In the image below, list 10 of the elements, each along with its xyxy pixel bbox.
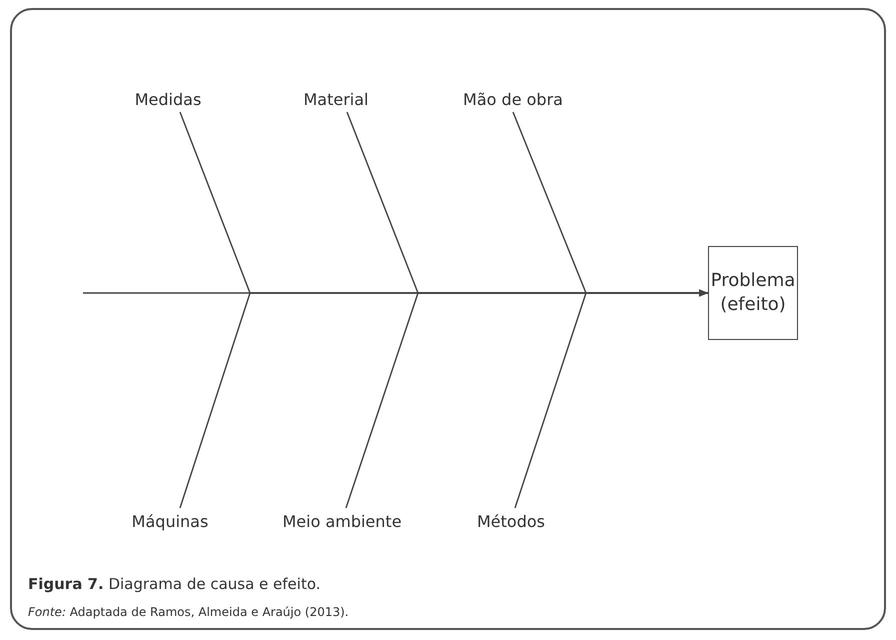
cause-label: Material bbox=[304, 90, 368, 110]
cause-label: Máquinas bbox=[132, 512, 208, 532]
cause-label: Métodos bbox=[477, 512, 545, 532]
cause-label: Meio ambiente bbox=[282, 512, 402, 532]
source-note: Fonte: Adaptada de Ramos, Almeida e Araújo (2013). bbox=[28, 605, 349, 619]
cause-label: Medidas bbox=[134, 90, 202, 110]
effect-box: Problema (efeito) bbox=[708, 246, 798, 340]
arrow bbox=[83, 289, 708, 297]
cause-label: Mão de obra bbox=[463, 90, 563, 110]
figure-caption: Figura 7. Diagrama de causa e efeito. bbox=[28, 575, 321, 593]
